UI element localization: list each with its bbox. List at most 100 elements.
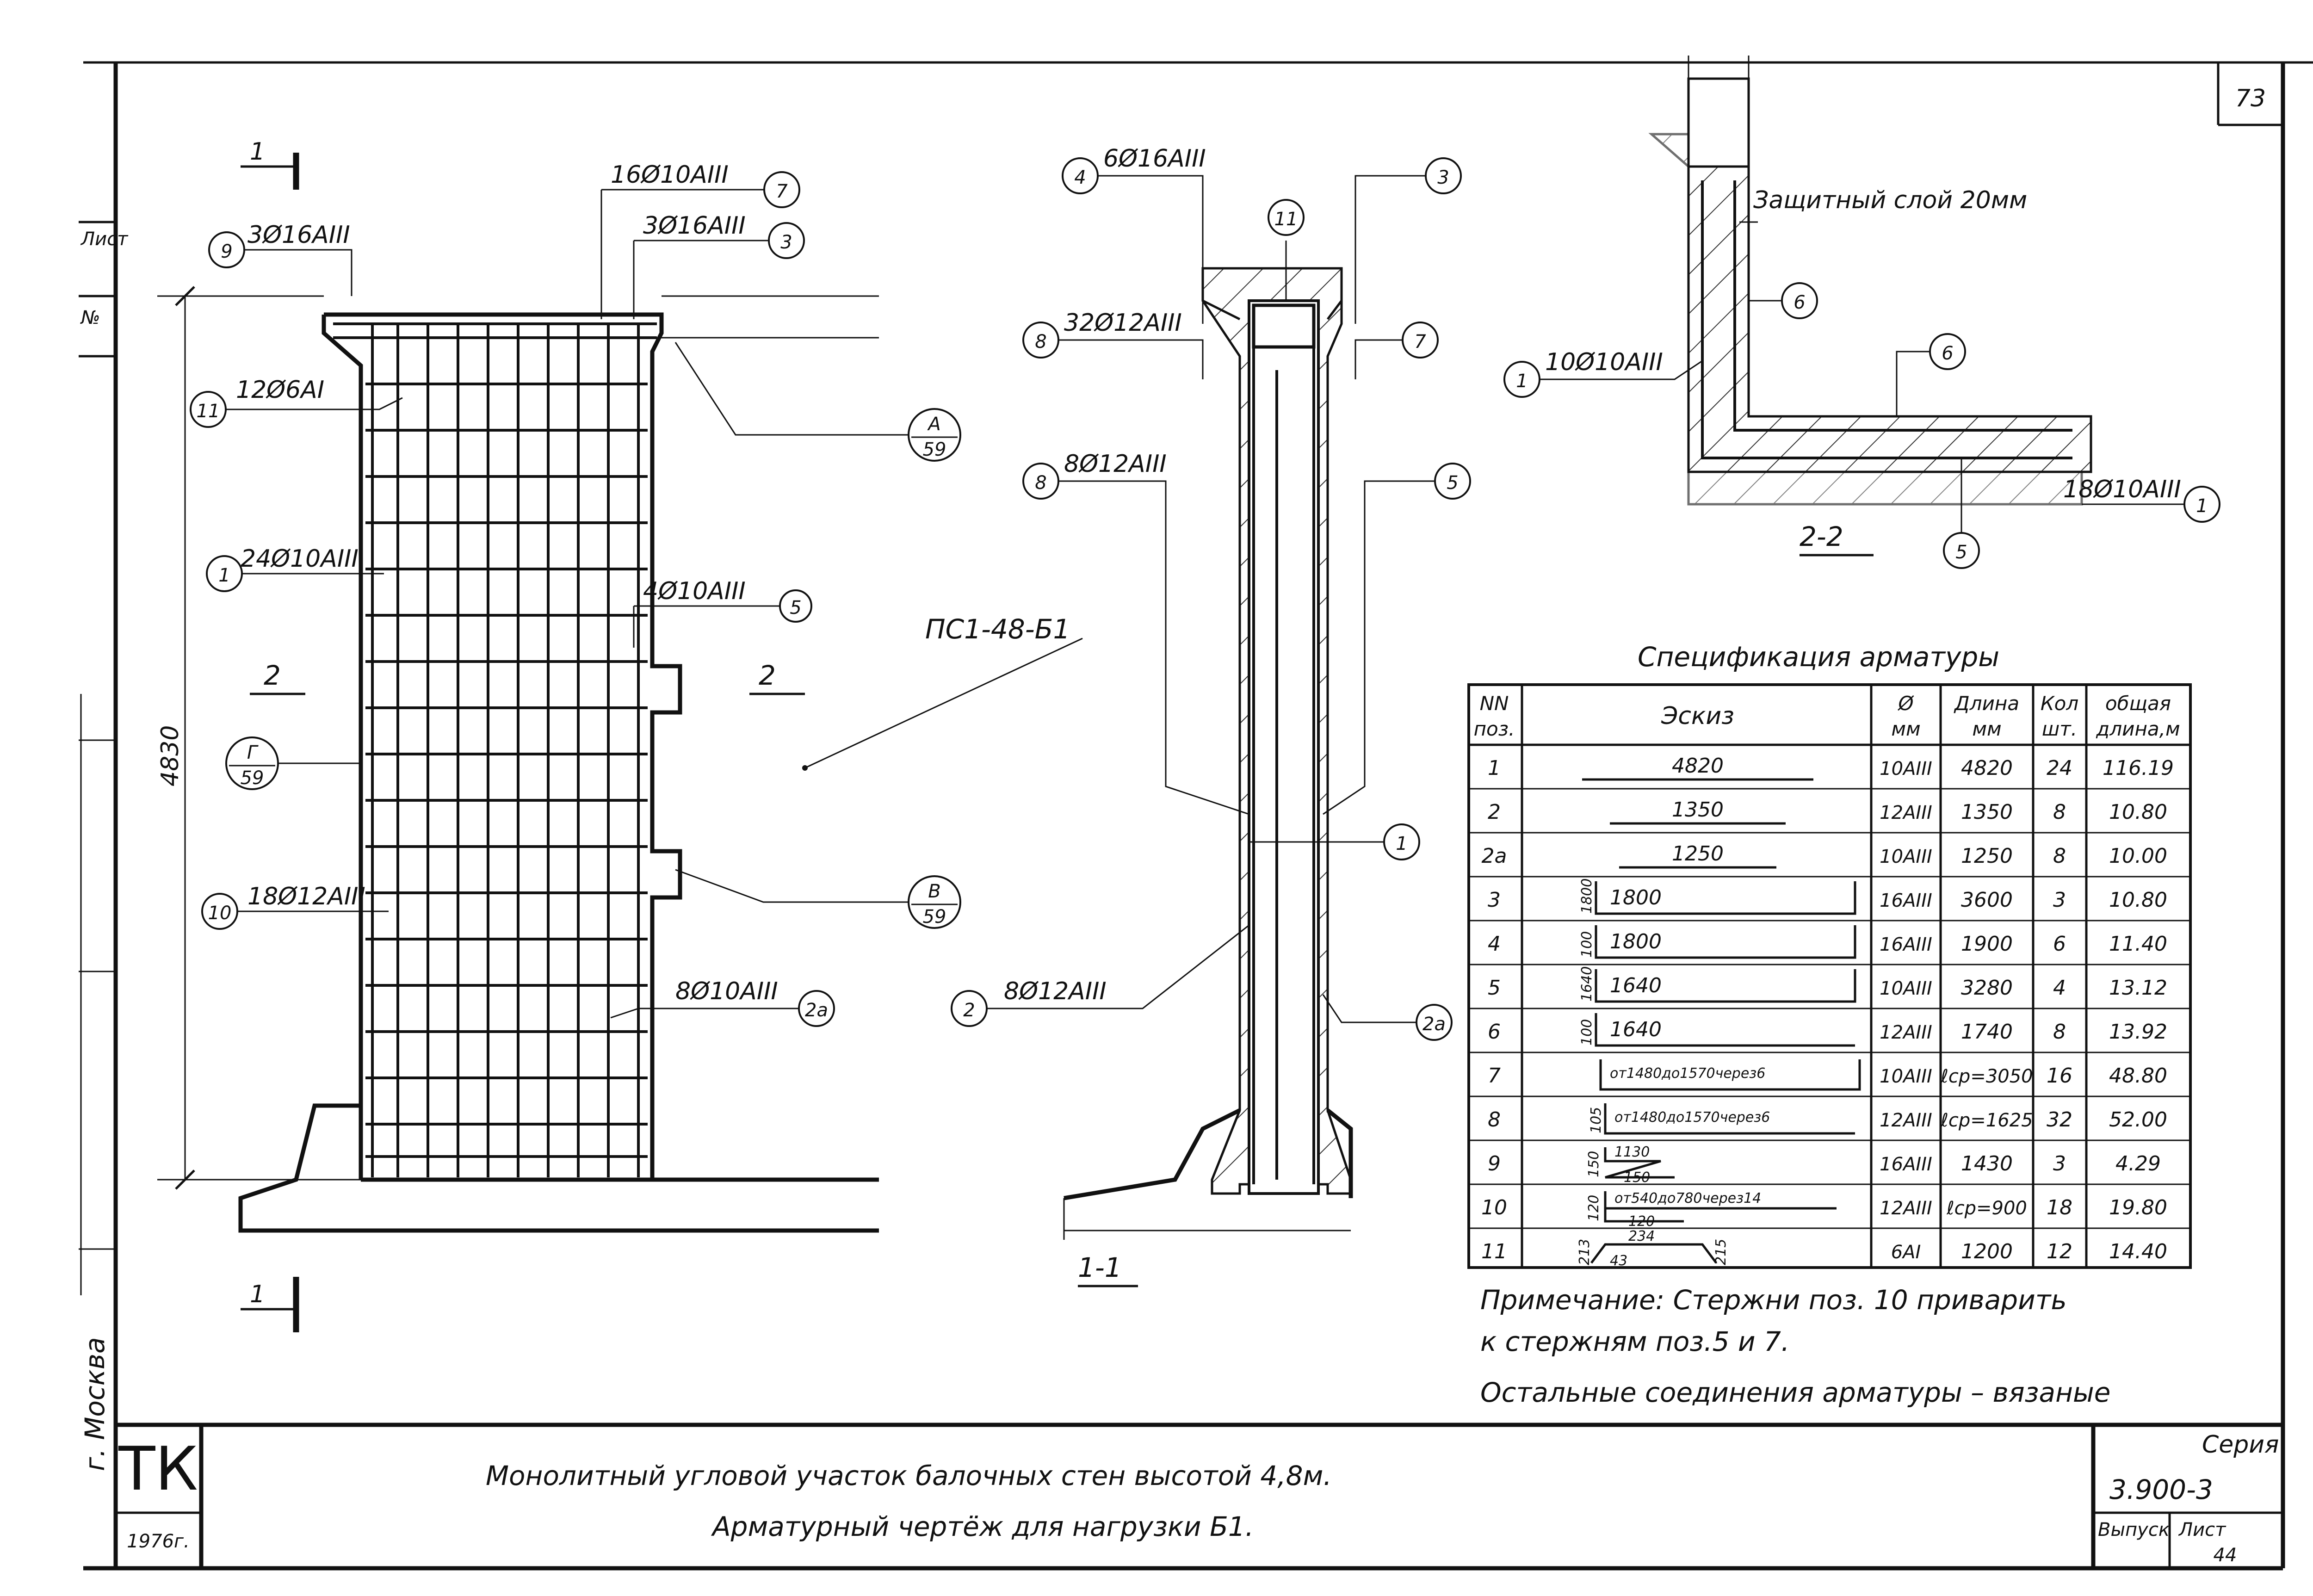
callout-bar-spec: 10Ø10АIII bbox=[1545, 348, 1663, 376]
section-2-2-title: 2-2 bbox=[1800, 521, 1843, 552]
cell-sketch-side: 150 bbox=[1586, 1151, 1602, 1177]
cell-pos: 6 bbox=[1488, 1020, 1501, 1044]
year-label: 1976г. bbox=[127, 1531, 190, 1552]
elevation-view bbox=[157, 153, 1083, 1332]
note-line-3: Остальные соединения арматуры – вязаные bbox=[1480, 1377, 2110, 1408]
callout-bar-spec: 8Ø12АIII bbox=[1004, 977, 1107, 1005]
cell-sketch: от1480до1570через6 bbox=[1614, 1109, 1770, 1126]
cell-len: 1250 bbox=[1961, 844, 2013, 868]
s11-callout-pos-11: 11 bbox=[1268, 199, 1305, 236]
sheet-corner-number: 73 bbox=[2235, 85, 2266, 112]
header-num-1: NN bbox=[1480, 692, 1509, 715]
elevation-labels: 1 1 4830 2 2 ПС1-48-Б1 bbox=[156, 138, 1070, 1308]
s22-callout-pos-1-right: 1 18Ø10АIII bbox=[2063, 476, 2220, 523]
s22-callout-pos-6-top: 6 bbox=[1781, 282, 1818, 319]
callout-bar-spec: 18Ø12АIII bbox=[247, 883, 365, 910]
s22-callout-pos-5: 5 bbox=[1943, 532, 1980, 569]
cell-dia: 10АIII bbox=[1880, 1066, 1932, 1087]
detail-letter: В bbox=[928, 881, 940, 902]
cell-pos: 9 bbox=[1488, 1152, 1501, 1175]
cell-total: 11.40 bbox=[2109, 932, 2167, 956]
cell-sketch: 1800 bbox=[1610, 930, 1662, 953]
note-line-2: к стержням поз.5 и 7. bbox=[1480, 1326, 1789, 1357]
cell-sketch-2: 43 bbox=[1610, 1253, 1627, 1269]
callout-bar-spec: 18Ø10АIII bbox=[2063, 476, 2181, 503]
cell-sketch-2: 120 bbox=[1628, 1213, 1655, 1230]
cell-dia: 10АIII bbox=[1880, 846, 1932, 867]
s11-callout-pos-5: 5 bbox=[1434, 463, 1471, 500]
callout-pos-3: 3 3Ø16АIII bbox=[643, 212, 805, 259]
cell-dia: 16АIII bbox=[1880, 1154, 1932, 1175]
header-qty-1: Кол bbox=[2041, 692, 2078, 715]
cell-sketch: 1800 bbox=[1610, 886, 1662, 909]
cell-total: 10.80 bbox=[2109, 888, 2167, 912]
cell-total: 116.19 bbox=[2103, 756, 2174, 780]
cell-dia: 16АIII bbox=[1880, 934, 1932, 955]
cover-note: Защитный слой 20мм bbox=[1753, 186, 2027, 214]
cell-dia: 16АIII bbox=[1880, 890, 1932, 911]
callout-number: 1 bbox=[1396, 833, 1407, 854]
cell-sketch: 1640 bbox=[1610, 1018, 1662, 1041]
callout-number: 9 bbox=[221, 241, 232, 262]
callout-bar-spec: 4Ø10АIII bbox=[643, 577, 746, 605]
callout-pos-7: 7 16Ø10АIII bbox=[611, 161, 800, 208]
callout-number: 10 bbox=[208, 903, 232, 924]
table-row: 2 1350 12АIII 1350 8 10.80 bbox=[1488, 798, 2167, 825]
table-row: 2а 1250 10АIII 1250 8 10.00 bbox=[1482, 842, 2167, 869]
table-row: 11 213 215 234 43 6АI 1200 12 14.40 bbox=[1481, 1228, 2167, 1269]
cell-len: 1900 bbox=[1961, 932, 2013, 956]
cell-dia: 6АI bbox=[1891, 1242, 1921, 1263]
cell-pos: 4 bbox=[1488, 932, 1501, 956]
cell-total: 4.29 bbox=[2115, 1152, 2161, 1175]
s11-callout-pos-1: 1 bbox=[1383, 823, 1420, 860]
spec-table-title: Спецификация арматуры bbox=[1638, 641, 1999, 673]
table-row: 4 100 1800 16АIII 1900 6 11.40 bbox=[1488, 925, 2167, 959]
s11-callout-pos-8-top: 8 32Ø12АIII bbox=[1022, 309, 1182, 359]
sheet-value: 44 bbox=[2214, 1545, 2237, 1566]
header-dia-1: Ø bbox=[1897, 692, 1914, 715]
panel-label: ПС1-48-Б1 bbox=[925, 613, 1070, 645]
callout-pos-10: 10 18Ø12АIII bbox=[201, 883, 365, 930]
callout-bar-spec: 3Ø16АIII bbox=[643, 212, 746, 240]
callout-pos-9: 9 3Ø16АIII bbox=[208, 221, 350, 268]
callout-bar-spec: 24Ø10АIII bbox=[241, 545, 359, 573]
drawing-title-line-1: Монолитный угловой участок балочных стен… bbox=[486, 1460, 1332, 1491]
section-1-1-title: 1-1 bbox=[1078, 1252, 1122, 1283]
callout-number: 1 bbox=[2196, 495, 2208, 517]
s22-callout-pos-6-right: 6 bbox=[1929, 333, 1966, 370]
cell-qty: 8 bbox=[2053, 800, 2066, 824]
cell-sketch-side-2: 215 bbox=[1713, 1239, 1729, 1265]
spec-table bbox=[1467, 683, 2192, 1269]
cell-dia: 12АIII bbox=[1880, 1198, 1932, 1219]
cell-total: 52.00 bbox=[2109, 1108, 2167, 1132]
s11-callout-pos-3: 3 bbox=[1425, 157, 1462, 194]
detail-sheet: 59 bbox=[241, 767, 264, 789]
table-row: 10 120 от540до780через14 120 12АIII ℓср=… bbox=[1481, 1190, 2167, 1230]
header-len-1: Длина bbox=[1954, 692, 2019, 715]
title-block bbox=[116, 1425, 2283, 1568]
callout-number: 6 bbox=[1794, 292, 1805, 313]
cell-len: 1200 bbox=[1961, 1240, 2013, 1263]
cell-sketch: 234 bbox=[1628, 1228, 1655, 1244]
header-num-2: поз. bbox=[1474, 718, 1515, 740]
callout-pos-11: 11 12Ø6АI bbox=[190, 376, 324, 428]
cell-pos: 11 bbox=[1481, 1240, 1507, 1263]
cell-total: 19.80 bbox=[2109, 1196, 2167, 1219]
cell-sketch-side: 100 bbox=[1579, 1019, 1595, 1045]
callout-number: 11 bbox=[1274, 209, 1298, 230]
callout-bar-spec: 3Ø16АIII bbox=[247, 221, 350, 249]
callout-bar-spec: 8Ø12АIII bbox=[1064, 450, 1167, 478]
cell-len: 4820 bbox=[1961, 756, 2013, 780]
horizontal-bars bbox=[333, 322, 657, 1158]
callout-number: 2а bbox=[805, 1000, 828, 1021]
cell-len: 1350 bbox=[1961, 800, 2013, 824]
left-strip-mark: Лист bbox=[80, 229, 129, 250]
table-row: 1 4820 10АIII 4820 24 116.19 bbox=[1488, 754, 2174, 781]
header-dia-2: мм bbox=[1891, 718, 1920, 740]
table-row: 7 от1480до1570через6 10АIII ℓср=3050 16 … bbox=[1488, 1059, 2167, 1091]
callout-pos-2a: 2а 8Ø10АIII bbox=[675, 977, 835, 1027]
cell-qty: 16 bbox=[2047, 1064, 2072, 1088]
cell-pos: 2а bbox=[1482, 844, 1507, 868]
cell-len: 1740 bbox=[1961, 1020, 2013, 1044]
cell-dia: 10АIII bbox=[1880, 758, 1932, 779]
